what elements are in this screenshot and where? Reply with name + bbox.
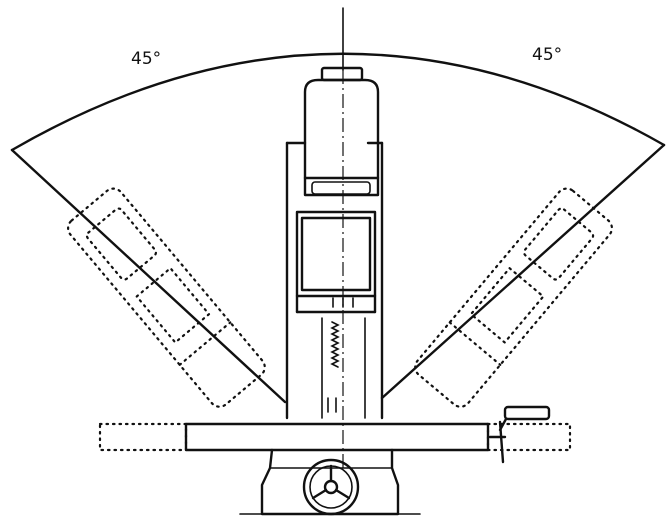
swivel-range-sector [10,7,666,404]
right-limit-line [380,143,666,400]
right-angle-label: 45° [532,45,562,65]
handwheel-icon [302,458,360,516]
table-crank-handle [488,405,551,464]
vertical-rack [321,317,366,419]
worktable [98,422,572,452]
quill-housing [295,210,377,314]
left-limit-line [10,148,287,404]
spindle-head [303,66,380,470]
swivel-arc [10,52,666,152]
left-tilted-head-outline [67,187,266,408]
right-tilted-head-outline [414,187,613,408]
machine-column [285,141,384,420]
left-angle-label: 45° [131,49,161,69]
